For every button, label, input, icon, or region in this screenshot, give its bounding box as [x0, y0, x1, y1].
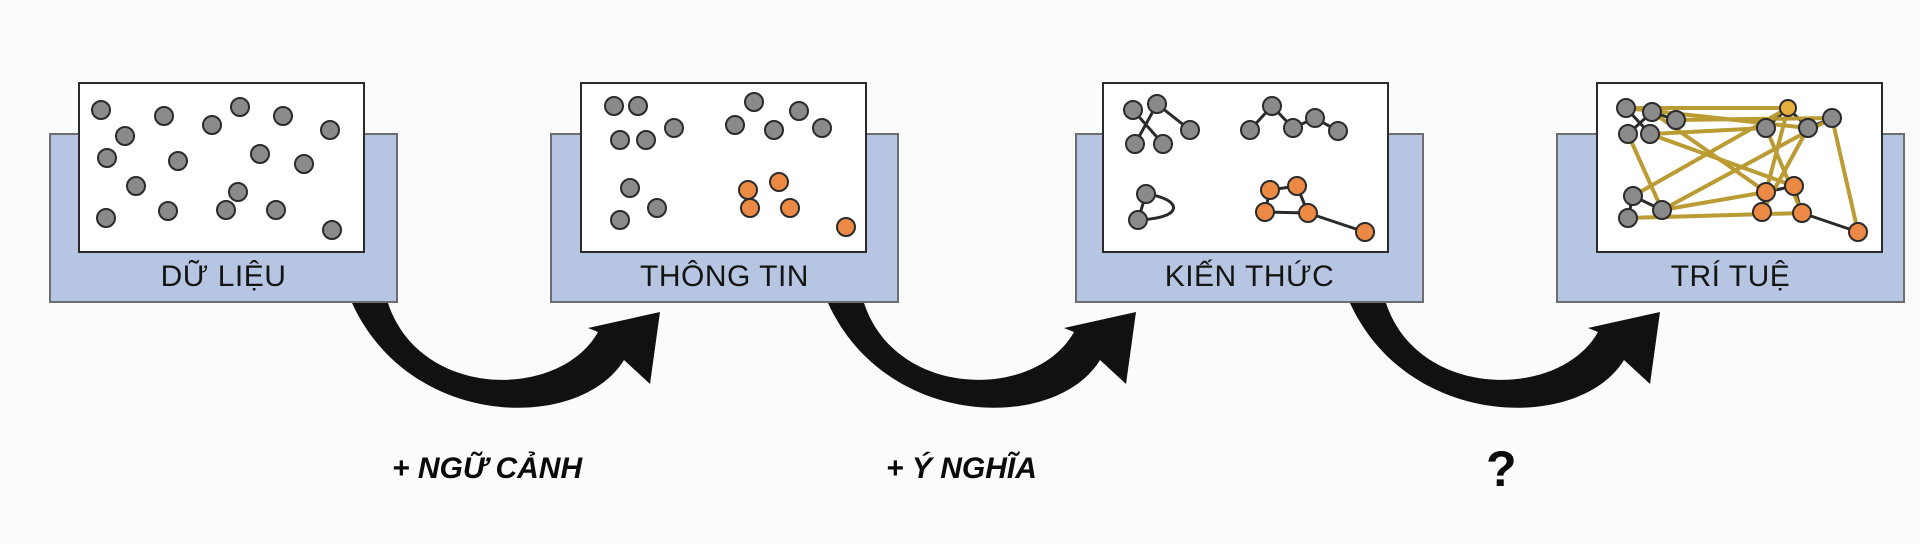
- wisdom-node-gold: [1779, 99, 1797, 117]
- wisdom-node: [1618, 124, 1638, 144]
- wisdom-node: [1616, 98, 1636, 118]
- transition-arrow: [352, 303, 660, 408]
- data-node: [250, 144, 270, 164]
- wisdom-node-highlight: [1848, 222, 1868, 242]
- data-node: [126, 176, 146, 196]
- info-node: [647, 198, 667, 218]
- knowledge-node-highlight: [1287, 176, 1307, 196]
- transition-arrow: [1350, 303, 1660, 408]
- info-node: [610, 130, 630, 150]
- data-node: [230, 97, 250, 117]
- knowledge-link: [1307, 211, 1366, 234]
- knowledge-node-highlight: [1260, 180, 1280, 200]
- info-node-highlight: [780, 198, 800, 218]
- knowledge-node: [1123, 100, 1143, 120]
- wisdom-link-gold: [1649, 126, 1767, 136]
- knowledge-node: [1240, 120, 1260, 140]
- info-node-highlight: [738, 180, 758, 200]
- knowledge-node: [1153, 134, 1173, 154]
- knowledge-node-highlight: [1255, 202, 1275, 222]
- wisdom-link-gold: [1830, 117, 1860, 233]
- info-node: [789, 101, 809, 121]
- data-node: [216, 200, 236, 220]
- info-node-highlight: [836, 217, 856, 237]
- stage-data-panel: [78, 82, 365, 253]
- info-node: [610, 210, 630, 230]
- information-clusters: [604, 92, 856, 237]
- info-node: [620, 178, 640, 198]
- data-node: [294, 154, 314, 174]
- wisdom-node-highlight: [1784, 176, 1804, 196]
- transition-label-context: + NGỮ CẢNH: [392, 452, 583, 485]
- stage-data-label: DỮ LIỆU: [160, 260, 287, 293]
- wisdom-node-highlight: [1752, 202, 1772, 222]
- wisdom-link-gold: [1661, 190, 1767, 212]
- wisdom-link-gold: [1764, 107, 1790, 193]
- wisdom-node-highlight: [1756, 182, 1776, 202]
- knowledge-node-highlight: [1298, 203, 1318, 223]
- data-node: [320, 120, 340, 140]
- data-node: [202, 115, 222, 135]
- info-node: [604, 96, 624, 116]
- data-node: [154, 106, 174, 126]
- data-node: [91, 100, 111, 120]
- data-node: [97, 148, 117, 168]
- wisdom-link-gold: [1626, 133, 1664, 211]
- wisdom-node: [1822, 108, 1842, 128]
- knowledge-node: [1262, 96, 1282, 116]
- transition-arrow: [828, 303, 1136, 408]
- data-points: [91, 97, 342, 240]
- wisdom-node: [1640, 124, 1660, 144]
- knowledge-networks: [1123, 94, 1375, 242]
- data-node: [168, 151, 188, 171]
- knowledge-node: [1328, 121, 1348, 141]
- knowledge-node: [1125, 134, 1145, 154]
- info-node-highlight: [769, 172, 789, 192]
- transition-label-meaning: + Ý NGHĨA: [886, 452, 1037, 485]
- wisdom-node: [1618, 208, 1638, 228]
- info-node: [744, 92, 764, 112]
- info-node: [725, 115, 745, 135]
- wisdom-node: [1652, 200, 1672, 220]
- data-node: [322, 220, 342, 240]
- wisdom-node: [1798, 118, 1818, 138]
- data-node: [228, 182, 248, 202]
- data-node: [266, 200, 286, 220]
- knowledge-node: [1128, 210, 1148, 230]
- wisdom-node: [1623, 186, 1643, 206]
- knowledge-node: [1283, 118, 1303, 138]
- wisdom-network: [1616, 98, 1868, 242]
- data-node: [96, 208, 116, 228]
- info-node: [636, 130, 656, 150]
- knowledge-node: [1147, 94, 1167, 114]
- knowledge-node-highlight: [1355, 222, 1375, 242]
- info-node-highlight: [740, 198, 760, 218]
- data-node: [158, 201, 178, 221]
- info-node: [664, 118, 684, 138]
- info-node: [628, 96, 648, 116]
- wisdom-node: [1666, 110, 1686, 130]
- data-node: [115, 126, 135, 146]
- stage-wisdom-label: TRÍ TUỆ: [1670, 260, 1791, 293]
- stage-information-label: THÔNG TIN: [640, 260, 809, 293]
- transition-label-unknown: ?: [1486, 441, 1517, 497]
- knowledge-node: [1136, 184, 1156, 204]
- wisdom-node-highlight: [1792, 203, 1812, 223]
- data-node: [273, 106, 293, 126]
- info-node: [812, 118, 832, 138]
- stage-knowledge-label: KIẾN THỨC: [1164, 260, 1335, 293]
- wisdom-node: [1756, 118, 1776, 138]
- knowledge-node: [1305, 108, 1325, 128]
- info-node: [764, 120, 784, 140]
- wisdom-node: [1642, 102, 1662, 122]
- knowledge-node: [1180, 120, 1200, 140]
